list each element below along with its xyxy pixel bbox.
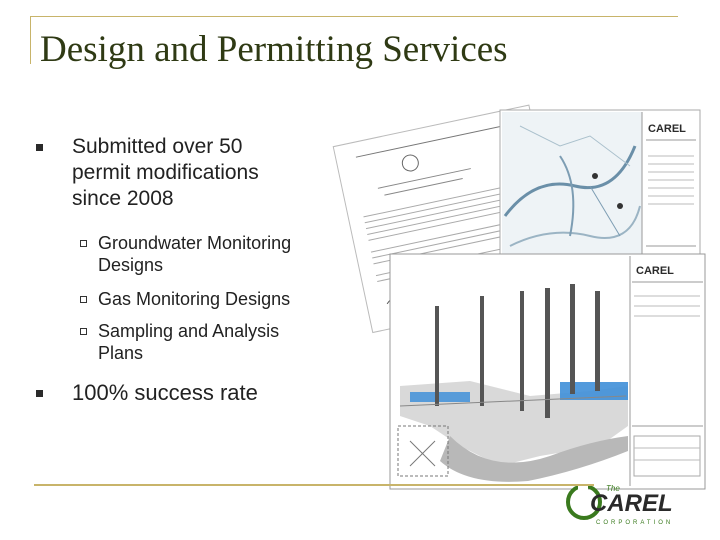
bullet-line: permit modifications bbox=[72, 161, 259, 184]
bullet-text: 100% success rate bbox=[72, 380, 372, 406]
bottom-rule bbox=[34, 484, 594, 486]
bullet-line: since 2008 bbox=[72, 187, 174, 210]
square-bullet-icon bbox=[36, 144, 43, 151]
carel-logo: The CAREL CORPORATION bbox=[566, 482, 673, 526]
hollow-square-bullet-icon bbox=[80, 240, 87, 247]
section-sheet-logo: CAREL bbox=[636, 265, 674, 277]
permit-drawings-collage: CAREL CAREL bbox=[332, 104, 706, 490]
sub-bullet-line: Gas Monitoring Designs bbox=[98, 289, 291, 309]
sub-bullet-line: Plans bbox=[98, 343, 144, 363]
sub-bullet-text: Sampling and Analysis Plans bbox=[98, 320, 368, 364]
sub-bullet-text: Groundwater Monitoring Designs bbox=[98, 232, 368, 276]
bullet-line: Submitted over 50 bbox=[72, 135, 243, 158]
map-sheet-logo: CAREL bbox=[648, 123, 686, 135]
sub-bullet-line: Groundwater Monitoring bbox=[98, 233, 292, 253]
logo-tagline-text: CORPORATION bbox=[596, 520, 673, 526]
site-plan-map: CAREL bbox=[499, 109, 701, 281]
title-rule-left bbox=[30, 16, 31, 64]
cross-section-drawing: CAREL bbox=[389, 253, 706, 490]
bullet-line: 100% success rate bbox=[72, 380, 258, 405]
bullet-text: Submitted over 50 permit modifications s… bbox=[72, 134, 372, 212]
slide-title: Design and Permitting Services bbox=[40, 29, 508, 70]
sub-bullet-text: Gas Monitoring Designs bbox=[98, 288, 368, 310]
title-rule-top bbox=[30, 16, 678, 17]
hollow-square-bullet-icon bbox=[80, 296, 87, 303]
hollow-square-bullet-icon bbox=[80, 328, 87, 335]
sub-bullet-line: Designs bbox=[98, 255, 164, 275]
logo-small-text: The bbox=[606, 484, 620, 493]
logo-name-text: CAREL bbox=[590, 490, 673, 517]
square-bullet-icon bbox=[36, 390, 43, 397]
sub-bullet-line: Sampling and Analysis bbox=[98, 321, 280, 341]
